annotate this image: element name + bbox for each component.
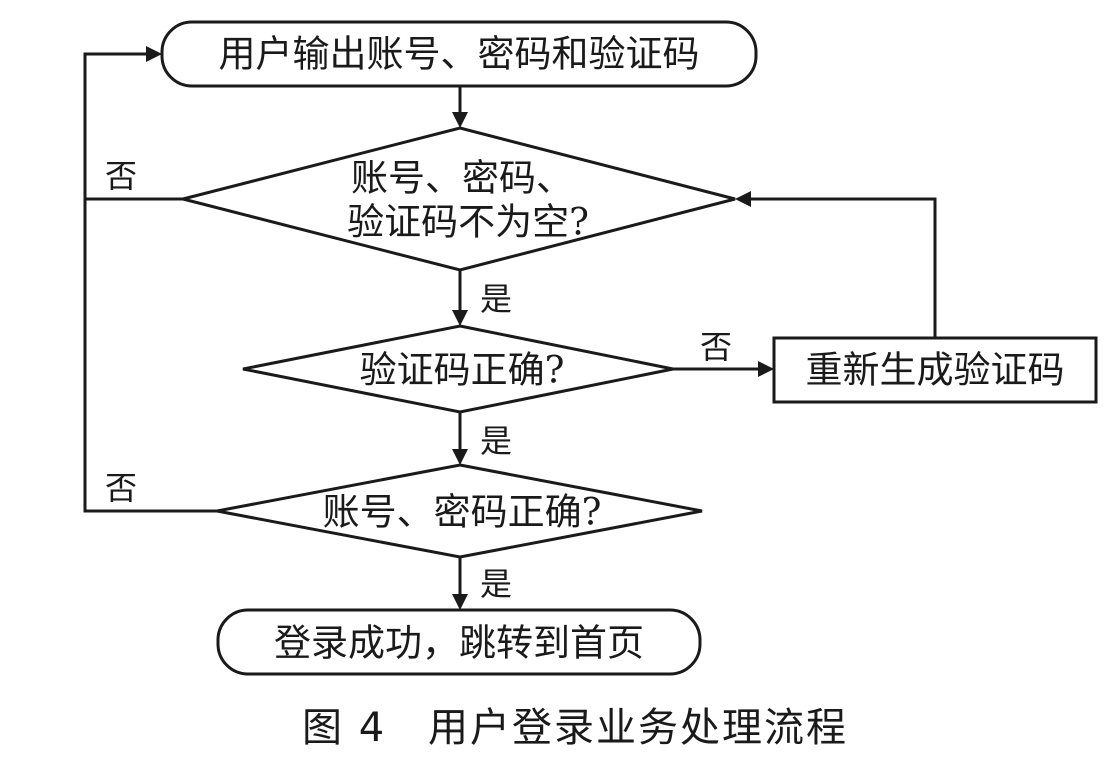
edge-regenerate-loop: [735, 191, 937, 338]
node-regenerate-label: 重新生成验证码: [806, 349, 1065, 392]
node-captcha-decision: 验证码正确?: [242, 324, 674, 414]
edge-label-yes: 是: [480, 422, 512, 460]
arrowhead-icon: [146, 46, 162, 62]
edge-label-yes: 是: [480, 565, 512, 603]
node-credentials-decision: 账号、密码正确?: [216, 463, 703, 559]
edge-credentials-no: 否: [83, 199, 217, 513]
arrowhead-icon: [452, 594, 468, 610]
node-not-empty-decision: 账号、密码、 验证码不为空?: [182, 126, 736, 272]
edge-label-yes: 是: [480, 280, 512, 318]
figure-title: 用户登录业务处理流程: [428, 705, 848, 751]
edge-not-empty-no: 否: [83, 46, 183, 201]
edge-label-no: 否: [105, 469, 137, 507]
node-not-empty-label-line1: 账号、密码、: [351, 157, 573, 200]
edge-not-empty-yes: 是: [452, 270, 512, 326]
node-regenerate: 重新生成验证码: [772, 336, 1098, 404]
edge-label-no: 否: [105, 157, 137, 195]
node-credentials-label: 账号、密码正确?: [323, 491, 602, 534]
arrowhead-icon: [452, 310, 468, 326]
node-success: 登录成功，跳转到首页: [216, 608, 702, 676]
node-input: 用户输出账号、密码和验证码: [160, 20, 758, 88]
edge-credentials-yes: 是: [452, 557, 512, 610]
node-success-label: 登录成功，跳转到首页: [274, 622, 644, 665]
node-captcha-label: 验证码正确?: [360, 349, 565, 392]
node-not-empty-label-line2: 验证码不为空?: [347, 201, 589, 244]
edge-label-no: 否: [700, 328, 732, 366]
edge-captcha-yes: 是: [452, 412, 512, 465]
arrowhead-icon: [758, 361, 774, 377]
arrowhead-icon: [452, 112, 468, 128]
figure-caption: 图 4 用户登录业务处理流程: [302, 705, 848, 751]
arrowhead-icon: [452, 449, 468, 465]
figure-number: 图 4: [302, 705, 386, 751]
edge-captcha-no: 否: [673, 328, 774, 377]
node-input-label: 用户输出账号、密码和验证码: [219, 33, 700, 76]
edge-input-to-not-empty: [452, 86, 468, 128]
arrowhead-icon: [735, 191, 751, 207]
